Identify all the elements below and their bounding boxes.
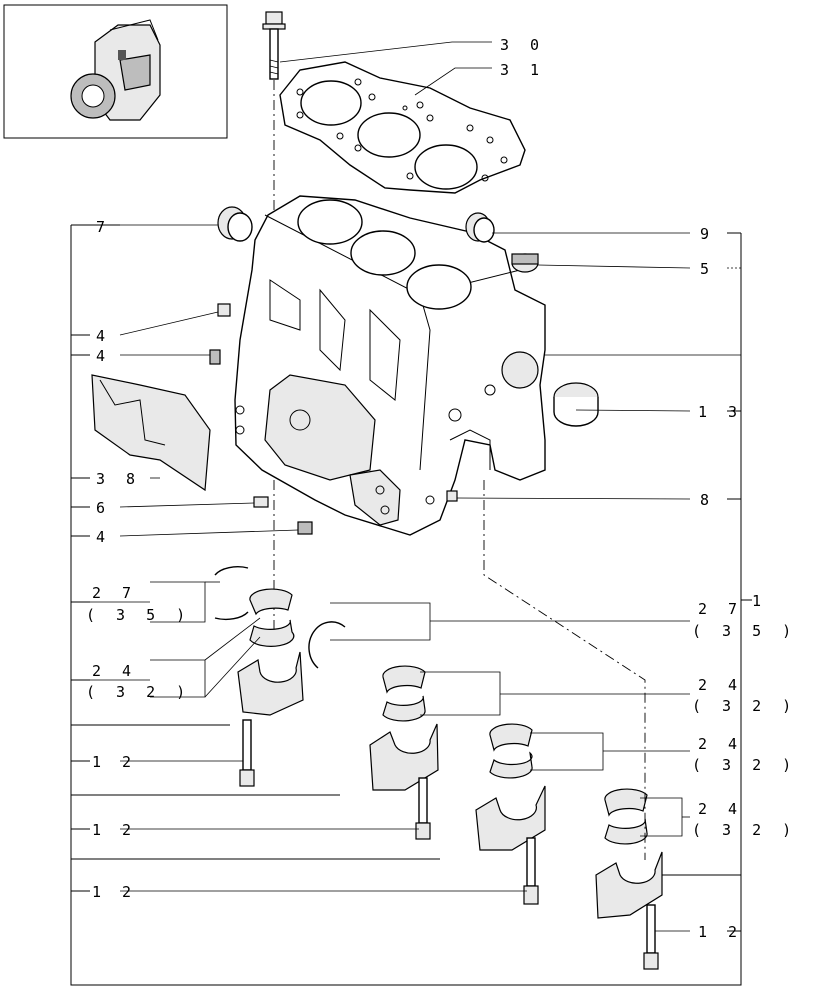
callout-31: 3 1 xyxy=(500,61,545,79)
callout-27-left: 2 7 xyxy=(92,584,137,602)
frame-lines xyxy=(70,224,752,986)
callout-12-a: 1 2 xyxy=(92,753,137,771)
thrust-washer-icon xyxy=(214,566,346,669)
bearing-shell-icon xyxy=(249,588,648,845)
callout-38: 3 8 xyxy=(96,470,141,488)
callout-32-left: ( 3 2 ) xyxy=(86,683,191,701)
callout-12-b: 1 2 xyxy=(92,821,137,839)
callout-9: 9 xyxy=(700,225,715,243)
callout-4-middle: 4 xyxy=(96,347,111,365)
callout-4-lower: 4 xyxy=(96,528,111,546)
callout-7: 7 xyxy=(96,218,111,236)
side-cover-icon xyxy=(91,374,211,492)
callout-12-d: 1 2 xyxy=(698,923,743,941)
callout-8: 8 xyxy=(700,491,715,509)
cylinder-block-icon xyxy=(234,195,546,536)
plug-icon xyxy=(217,206,253,242)
callout-24-left: 2 4 xyxy=(92,662,137,680)
callout-labels: 3 0 3 1 7 9 5 4 4 1 3 3 8 6 8 4 2 7 ( 3 … xyxy=(86,36,797,941)
callout-24-right-1: 2 4 xyxy=(698,676,743,694)
sleeve-cap-icon xyxy=(511,253,539,273)
head-gasket-icon xyxy=(279,61,526,194)
callout-4-upper: 4 xyxy=(96,327,111,345)
head-bolt-icon xyxy=(262,11,286,80)
bearing-cap-icon xyxy=(237,651,663,919)
callout-35-left: ( 3 5 ) xyxy=(86,606,191,624)
callout-13: 1 3 xyxy=(698,403,743,421)
bushing-icon xyxy=(553,382,599,427)
callout-35-right: ( 3 5 ) xyxy=(692,622,797,640)
callout-12-c: 1 2 xyxy=(92,883,137,901)
callout-27-right: 2 7 xyxy=(698,600,743,618)
plug-icon xyxy=(465,212,495,243)
callout-5: 5 xyxy=(700,260,715,278)
callout-32-right-3: ( 3 2 ) xyxy=(692,821,797,839)
callout-6: 6 xyxy=(96,499,111,517)
engine-thumbnail-icon xyxy=(3,4,228,139)
callout-30: 3 0 xyxy=(500,36,545,54)
bolt-icon xyxy=(239,719,659,970)
callout-24-right-3: 2 4 xyxy=(698,800,743,818)
fitting-icon xyxy=(209,303,458,535)
callout-32-right-2: ( 3 2 ) xyxy=(692,756,797,774)
callout-32-right-1: ( 3 2 ) xyxy=(692,697,797,715)
callout-1: 1 xyxy=(752,592,767,610)
leader-lines xyxy=(90,41,691,932)
callout-24-right-2: 2 4 xyxy=(698,735,743,753)
